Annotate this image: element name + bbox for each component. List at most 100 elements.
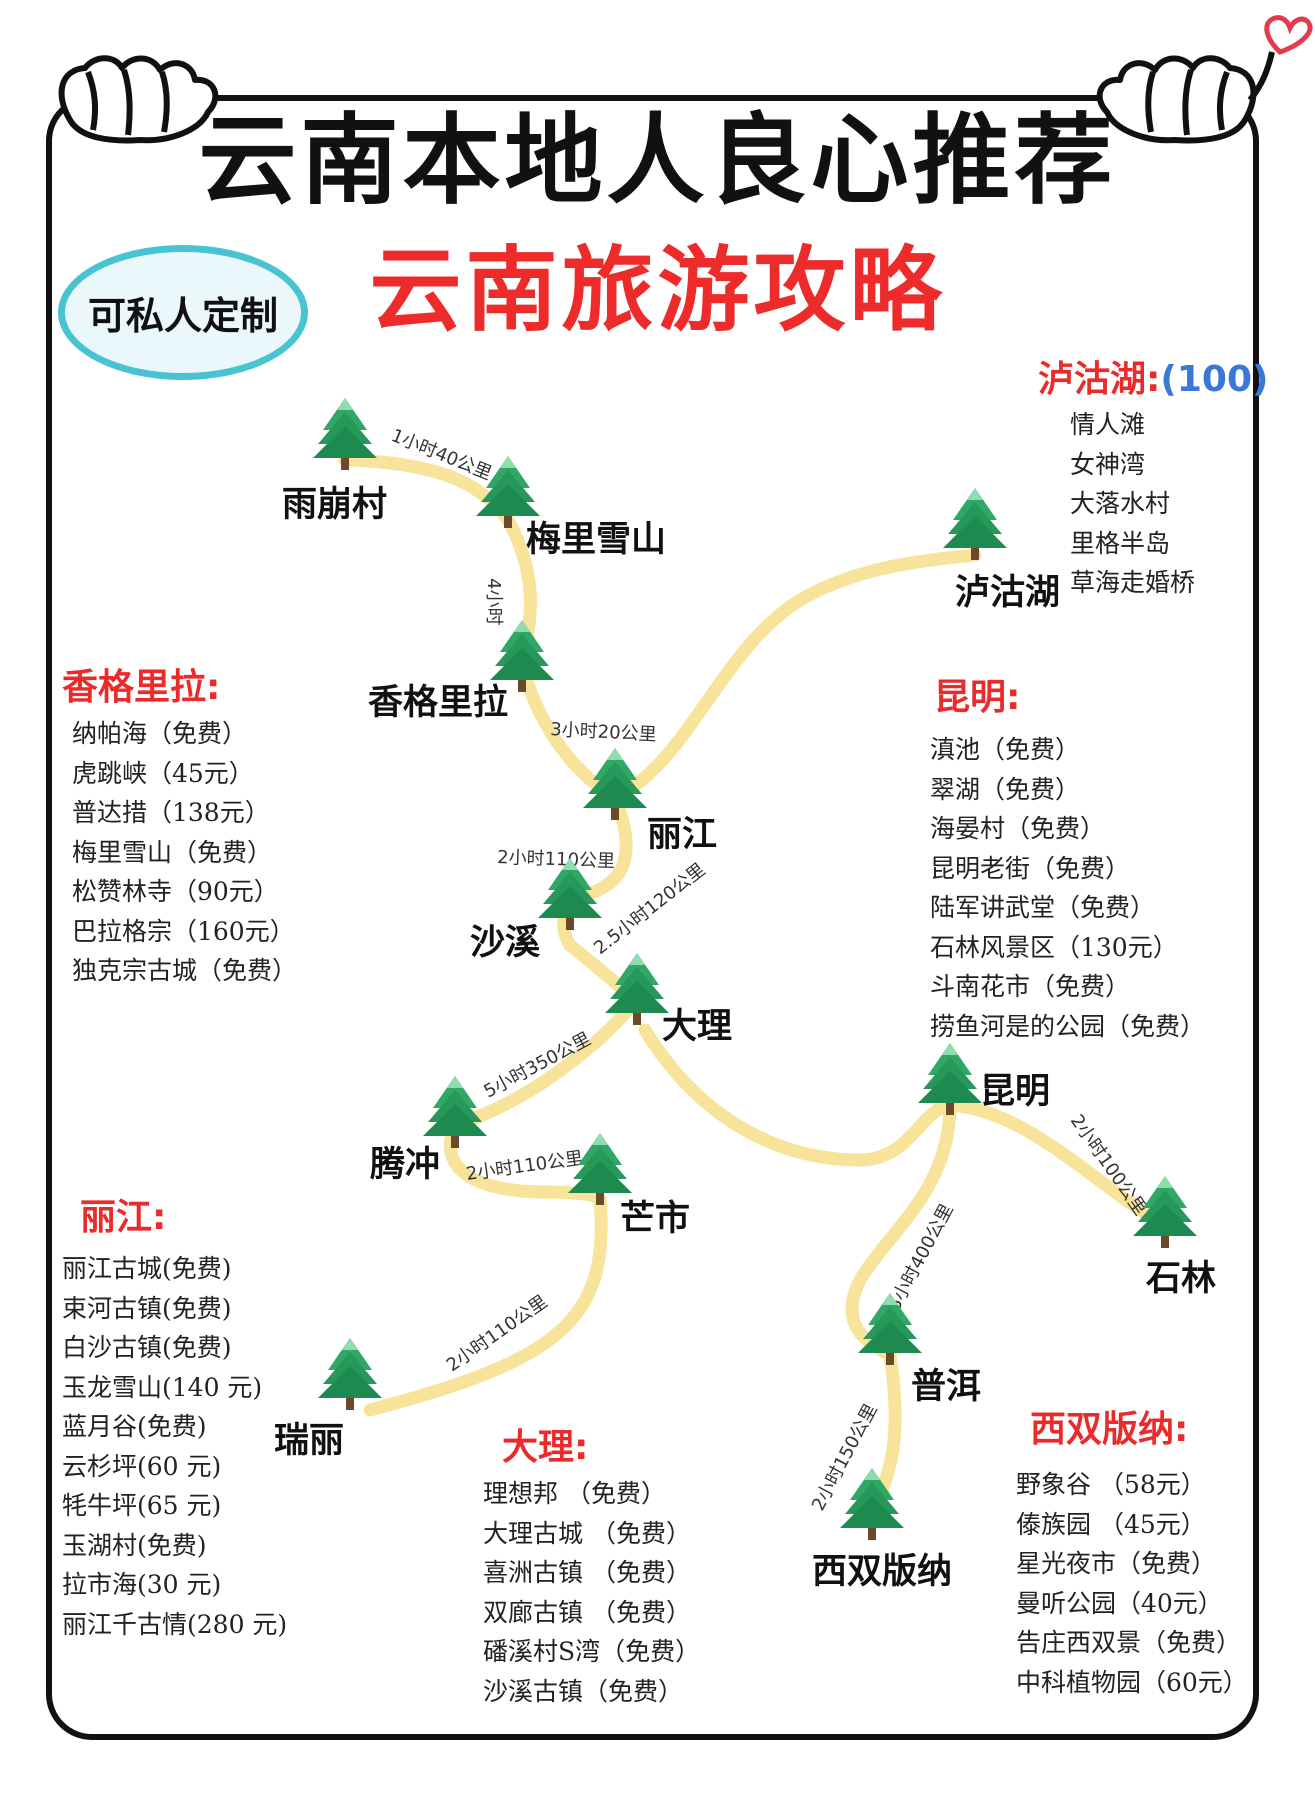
list-item: 曼听公园（40元）: [1016, 1588, 1223, 1618]
route-label-shaxi-dali: 2.5小时120公里: [590, 859, 709, 959]
route-label-shangri-lijiang: 3小时20公里: [550, 719, 657, 746]
pine-tree-icon: [840, 1468, 904, 1540]
section-dali-title: 大理:: [502, 1427, 589, 1468]
city-shaxi: 沙溪: [470, 923, 541, 963]
pine-tree-icon: [318, 1338, 382, 1410]
section-xsbn-title: 西双版纳:: [1030, 1409, 1189, 1450]
route-lijiang-shaxi: [557, 791, 633, 952]
list-item: 蓝月谷(免费): [62, 1412, 207, 1441]
route-kunming-puer: [845, 1098, 957, 1362]
list-item: 丽江古城(免费): [62, 1254, 232, 1283]
route-label-meili-shangri: 4小时: [483, 578, 504, 625]
section-lijiang-title: 丽江:: [80, 1197, 167, 1238]
city-lijiang: 丽江: [647, 815, 718, 855]
list-item: 松赞林寺（90元）: [72, 877, 279, 906]
route-dali-kunming: [638, 1023, 957, 1167]
pine-tree-icon: [313, 398, 377, 470]
list-item: 玉龙雪山(140 元): [62, 1372, 263, 1402]
list-item: 情人滩: [1070, 410, 1146, 439]
city-yubeng: 雨崩村: [282, 485, 388, 525]
city-dali: 大理: [662, 1007, 733, 1047]
list-item: 喜洲古镇 （免费）: [483, 1558, 691, 1587]
list-item: 丽江千古情(280 元): [62, 1609, 288, 1639]
list-item: 野象谷 （58元）: [1016, 1470, 1206, 1499]
route-kunming-shilin: [943, 1098, 1172, 1232]
route-puer-xsbn: [873, 1348, 902, 1502]
list-item: 大落水村: [1070, 489, 1171, 518]
list-item: 拉市海(30 元): [62, 1570, 222, 1599]
list-item: 磻溪村S湾（免费）: [483, 1637, 701, 1666]
list-item: 虎跳峡（45元）: [72, 758, 254, 788]
custom-badge: 可私人定制: [58, 245, 308, 380]
list-item: 陆军讲武堂（免费）: [930, 893, 1156, 922]
pine-tree-icon: [568, 1133, 632, 1205]
city-shangri: 香格里拉: [368, 683, 509, 723]
pine-tree-icon: [918, 1043, 982, 1115]
list-item: 星光夜市（免费）: [1016, 1549, 1217, 1578]
pine-tree-icon: [423, 1076, 487, 1148]
list-item: 海晏村（免费）: [930, 814, 1106, 843]
route-dali-tengchong: [448, 995, 642, 1132]
route-mangshi-ruili: [363, 1193, 608, 1417]
pine-tree-icon: [476, 456, 540, 528]
city-shilin: 石林: [1146, 1259, 1217, 1299]
city-lugu: 泸沽湖: [955, 573, 1061, 613]
city-puer: 普洱: [911, 1367, 982, 1407]
city-ruili: 瑞丽: [274, 1421, 345, 1461]
route-label-kunming-puer: 5小时400公里: [884, 1200, 958, 1314]
section-kunming-title: 昆明:: [934, 677, 1021, 718]
list-item: 束河古镇(免费): [62, 1293, 232, 1323]
section-kunming-list: 滇池（免费） 翠湖（免费） 海晏村（免费） 昆明老街（免费） 陆军讲武堂（免费）…: [930, 730, 1205, 1046]
section-shangri-title: 香格里拉:: [62, 667, 221, 708]
pine-tree-icon: [490, 620, 554, 692]
subtitle: 云南旅游攻略: [369, 237, 946, 344]
list-item: 草海走婚桥: [1070, 568, 1196, 597]
list-item: 里格半岛: [1070, 528, 1171, 558]
list-item: 傣族园 （45元）: [1016, 1509, 1206, 1539]
route-label-tengchong-mangshi: 2小时110公里: [465, 1148, 585, 1185]
list-item: 双廊古镇 （免费）: [483, 1597, 691, 1627]
list-item: 昆明老街（免费）: [930, 853, 1131, 883]
list-item: 滇池（免费）: [930, 735, 1081, 764]
city-kunming: 昆明: [980, 1072, 1051, 1112]
list-item: 玉湖村(免费): [62, 1530, 207, 1560]
list-item: 沙溪古镇（免费）: [483, 1676, 684, 1706]
section-dali-list: 理想邦 （免费） 大理古城 （免费） 喜洲古镇 （免费） 双廊古镇 （免费） 磻…: [483, 1474, 700, 1711]
list-item: 梅里雪山（免费）: [72, 837, 273, 867]
list-item: 理想邦 （免费）: [483, 1479, 666, 1508]
section-lugu-list: 情人滩 女神湾 大落水村 里格半岛 草海走婚桥: [1070, 405, 1195, 603]
list-item: 大理古城 （免费）: [483, 1518, 691, 1548]
list-item: 白沙古镇(免费): [62, 1333, 232, 1362]
route-label-lijiang-shaxi: 2小时110公里: [497, 847, 615, 872]
list-item: 独克宗古城（免费）: [72, 956, 298, 985]
city-tengchong: 腾冲: [370, 1145, 441, 1185]
section-shangri-list: 纳帕海（免费） 虎跳峡（45元） 普达措（138元） 梅里雪山（免费） 松赞林寺…: [72, 714, 297, 991]
list-item: 牦牛坪(65 元): [62, 1491, 222, 1520]
list-item: 石林风景区（130元）: [930, 932, 1178, 962]
list-item: 巴拉格宗（160元）: [72, 916, 295, 946]
pine-tree-icon: [943, 488, 1007, 560]
city-meili: 梅里雪山: [526, 520, 667, 560]
section-lugu-label: 泸沽湖:: [1038, 359, 1161, 400]
list-item: 普达措（138元）: [72, 798, 270, 827]
list-item: 告庄西双景（免费）: [1016, 1628, 1242, 1657]
list-item: 中科植物园（60元）: [1016, 1667, 1248, 1697]
list-item: 捞鱼河是的公园（免费）: [930, 1011, 1206, 1041]
city-mangshi: 芒市: [620, 1199, 691, 1239]
pine-tree-icon: [583, 748, 647, 820]
list-item: 女神湾: [1070, 449, 1146, 479]
section-xsbn-list: 野象谷 （58元） 傣族园 （45元） 星光夜市（免费） 曼听公园（40元） 告…: [1016, 1465, 1248, 1702]
section-lugu-price: (100): [1160, 359, 1269, 400]
main-title: 云南本地人良心推荐: [198, 104, 1117, 218]
list-item: 斗南花市（免费）: [930, 972, 1131, 1001]
route-lijiang-lugu: [608, 548, 982, 805]
section-lugu-title: 泸沽湖:(100): [1038, 350, 1268, 402]
city-xsbn: 西双版纳: [812, 1552, 953, 1592]
section-lijiang-list: 丽江古城(免费) 束河古镇(免费) 白沙古镇(免费) 玉龙雪山(140 元) 蓝…: [62, 1249, 287, 1644]
route-tengchong-mangshi: [444, 1118, 607, 1207]
pine-tree-icon: [538, 858, 602, 930]
pine-tree-icon: [858, 1293, 922, 1365]
pine-tree-icon: [605, 953, 669, 1025]
